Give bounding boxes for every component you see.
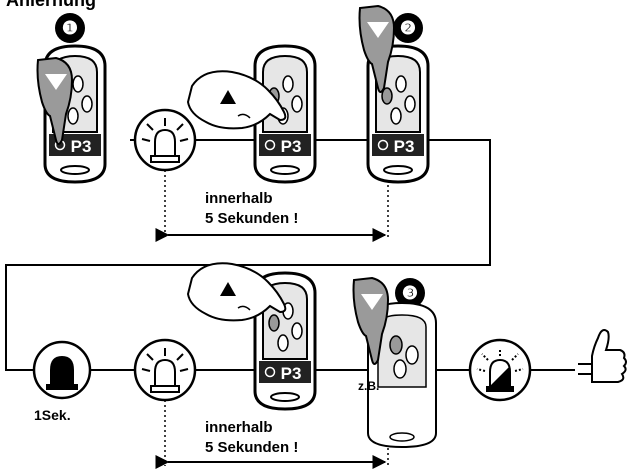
timing-label-line1: innerhalb xyxy=(205,419,273,436)
step-1-badge: ❶ xyxy=(55,13,85,43)
timing-label-line2: 5 Sekunden ! xyxy=(205,439,298,456)
step-1-number: ❶ xyxy=(62,18,78,38)
step-3-badge: ❸ xyxy=(395,278,425,308)
page-title: Anlernung xyxy=(6,0,96,10)
gate-remote xyxy=(367,301,437,449)
flashing-lamp-icon xyxy=(133,338,197,402)
solid-lamp-icon xyxy=(32,340,92,400)
step-3-number: ❸ xyxy=(402,283,418,303)
dim-lamp-icon xyxy=(468,338,532,402)
timing-label-line2: 5 Sekunden ! xyxy=(205,210,298,227)
flashing-lamp-icon xyxy=(133,108,197,172)
remote-tag: P3 xyxy=(281,137,302,156)
remote-tag: P3 xyxy=(281,364,302,383)
example-label: z.B. xyxy=(358,379,379,393)
flow-line xyxy=(5,139,575,371)
thumbs-up-icon xyxy=(578,329,627,383)
remote-control: P3 xyxy=(253,44,317,184)
remote-control: P3 xyxy=(366,44,430,184)
remote-tag: P3 xyxy=(394,137,415,156)
remote-control: P3 xyxy=(253,271,317,411)
remote-control: P3 xyxy=(43,44,107,184)
remote-tag: P3 xyxy=(71,137,92,156)
timing-label-line1: innerhalb xyxy=(205,190,273,207)
step-2-badge: ❷ xyxy=(393,13,423,43)
lamp-duration-label: 1Sek. xyxy=(34,407,71,423)
step-2-number: ❷ xyxy=(400,18,416,38)
